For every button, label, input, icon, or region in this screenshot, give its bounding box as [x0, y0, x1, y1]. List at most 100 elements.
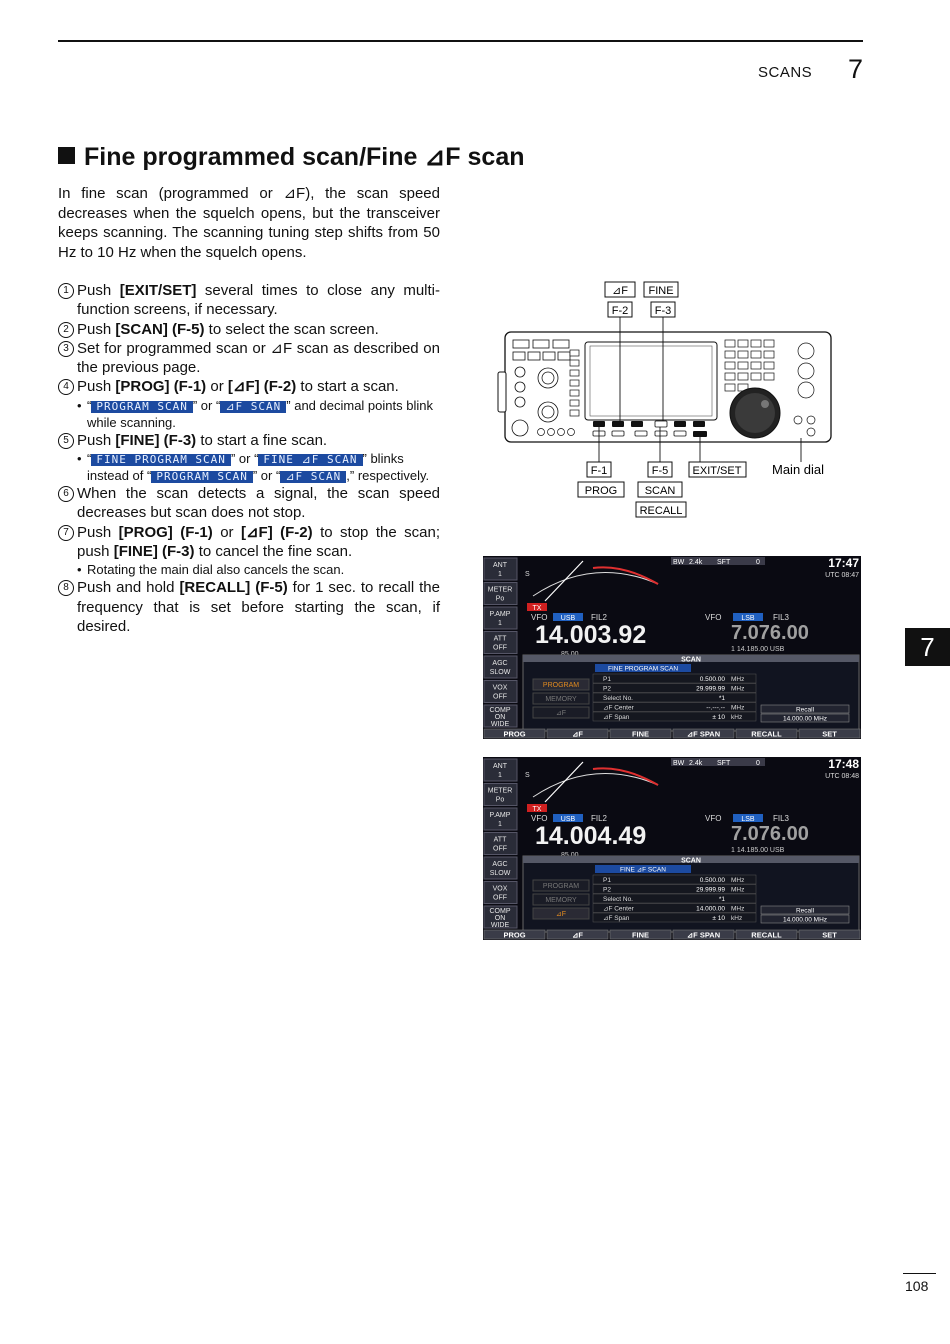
f1-key-box: [586, 461, 612, 478]
steps-list: 1 Push [EXIT/SET] several times to close…: [58, 281, 440, 636]
scan-row-value: --.---.--: [706, 705, 725, 712]
prog-key-box: [577, 481, 625, 498]
scan-row-value: ± 10: [712, 915, 725, 922]
lcd-clock: 17:48: [828, 757, 859, 771]
scan-row-label: ⊿F Span: [603, 714, 630, 721]
lcd-sft-box: [715, 758, 765, 766]
lcd-function-key-label: RECALL: [751, 931, 782, 940]
s-meter-arc: [532, 772, 659, 798]
scan-table-row: [592, 683, 757, 693]
scan-row-label: Select No.: [603, 695, 633, 702]
scan-row-unit: MHz: [731, 686, 744, 693]
lcd-side-button-label: Po: [496, 596, 505, 603]
scan-side-option: [532, 678, 590, 691]
lcd-text: 14.000.00 MHz: [783, 917, 827, 924]
lcd-utc: UTC 08:48: [825, 773, 859, 780]
lcd-function-key: [735, 929, 798, 940]
scan-table-row: [592, 903, 757, 913]
step-3: 3 Set for programmed scan or ⊿F scan as …: [58, 339, 440, 378]
lcd-side-button-label: METER: [488, 788, 513, 795]
lcd-text: LSB: [741, 816, 755, 823]
lcd-side-button-label: P.AMP: [490, 812, 511, 819]
recall-freq-box: [760, 713, 850, 723]
scan-table-row: [592, 874, 757, 885]
lcd-text: VFO: [531, 613, 547, 622]
lcd-text: VFO: [705, 613, 721, 622]
lcd-function-key-label: PROG: [503, 730, 525, 739]
scan-side-option: [532, 907, 590, 920]
key-label: [SCAN] (F-5): [115, 320, 205, 338]
svg-text:F-2: F-2: [612, 305, 629, 317]
scan-row-value: 29.999.99: [696, 686, 725, 693]
lcd-text: VFO: [705, 814, 721, 823]
lcd-function-key: [798, 728, 861, 739]
intro-paragraph: In fine scan (programmed or ⊿F), the sca…: [58, 185, 440, 261]
lcd-text: 2.4k: [689, 559, 703, 566]
scan-side-option: [532, 706, 590, 719]
scan-row-label: P2: [603, 887, 611, 894]
lcd-text: SFT: [717, 559, 731, 566]
sub-frequency: 7.076.00: [731, 622, 809, 644]
lcd-function-key-label: ⊿F SPAN: [687, 931, 720, 940]
scan-table-row: [592, 673, 757, 684]
scan-row-unit: MHz: [731, 906, 744, 913]
df-key-box: [604, 281, 636, 298]
lcd-utc: UTC 08:47: [825, 572, 859, 579]
step-4-note: •“PROGRAM SCAN” or “⊿F SCAN” and decimal…: [77, 397, 433, 430]
lcd-side-button-label: AGC: [492, 660, 507, 667]
lcd-side-button: [483, 832, 518, 855]
section-title: Fine programmed scan/Fine ⊿F scan: [58, 142, 525, 172]
lcd-indicator: FINE PROGRAM SCAN: [91, 454, 231, 467]
scan-panel-title: SCAN: [681, 858, 701, 865]
section-name: SCANS: [758, 64, 813, 81]
lcd-side-button-label: VOX: [493, 886, 508, 893]
mode-badge-b: [733, 814, 763, 822]
scan-table-row: [592, 711, 757, 722]
lcd-function-key-label: SET: [822, 931, 837, 940]
lcd-indicator: PROGRAM SCAN: [151, 471, 253, 484]
scan-table-row: [592, 893, 757, 904]
s-meter-needle: [544, 560, 584, 602]
lcd-text: FIL3: [773, 814, 790, 823]
svg-text:⊿F: ⊿F: [612, 285, 628, 297]
lcd-text: FIL3: [773, 613, 790, 622]
lcd-function-key-label: FINE: [632, 730, 649, 739]
lcd-side-button-label: 1: [498, 620, 502, 627]
lcd-text: USB: [561, 615, 576, 622]
scan-row-unit: kHz: [731, 915, 742, 922]
lcd-side-button: [483, 704, 518, 728]
s-meter-needle: [544, 761, 584, 803]
lcd-function-key: [609, 728, 672, 739]
svg-text:EXIT/SET: EXIT/SET: [693, 465, 742, 477]
scan-side-option-label: ⊿F: [556, 710, 566, 717]
function-keys: [593, 421, 707, 437]
lcd-text: 2.4k: [689, 760, 703, 767]
lcd-side-button-label: METER: [488, 587, 513, 594]
scan-table-row: [592, 884, 757, 894]
lcd-text: BW: [673, 559, 685, 566]
chapter-tab: 7: [905, 628, 950, 666]
step-6: 6 When the scan detects a signal, the sc…: [58, 484, 440, 523]
scan-side-option: [532, 879, 590, 892]
left-key-column: [569, 349, 580, 417]
lcd-text: Recall: [796, 707, 815, 714]
scan-table-row: [592, 912, 757, 923]
lcd-side-button-label: SLOW: [490, 669, 511, 676]
lcd-text: SFT: [717, 760, 731, 767]
tx-indicator: [527, 603, 547, 611]
lcd-side-button-label: ATT: [494, 636, 507, 643]
step-number: 3: [58, 340, 74, 357]
lcd-function-key-label: RECALL: [751, 730, 782, 739]
scan-side-option-label: PROGRAM: [543, 883, 579, 890]
scan-row-unit: MHz: [731, 877, 744, 884]
lcd-indicator: PROGRAM SCAN: [91, 400, 193, 413]
lcd-side-button: [483, 631, 518, 654]
recall-freq-box: [760, 914, 850, 924]
main-dial-label: Main dial: [772, 462, 824, 477]
step-7: 7 Push [PROG] (F-1) or [⊿F] (F-2) to sto…: [58, 523, 440, 562]
left-controls: [511, 339, 571, 437]
scan-table-row: [592, 702, 757, 712]
lcd-side-button-label: WIDE: [491, 721, 510, 728]
header-rule: [58, 40, 863, 42]
fine-key-box: [643, 281, 679, 298]
